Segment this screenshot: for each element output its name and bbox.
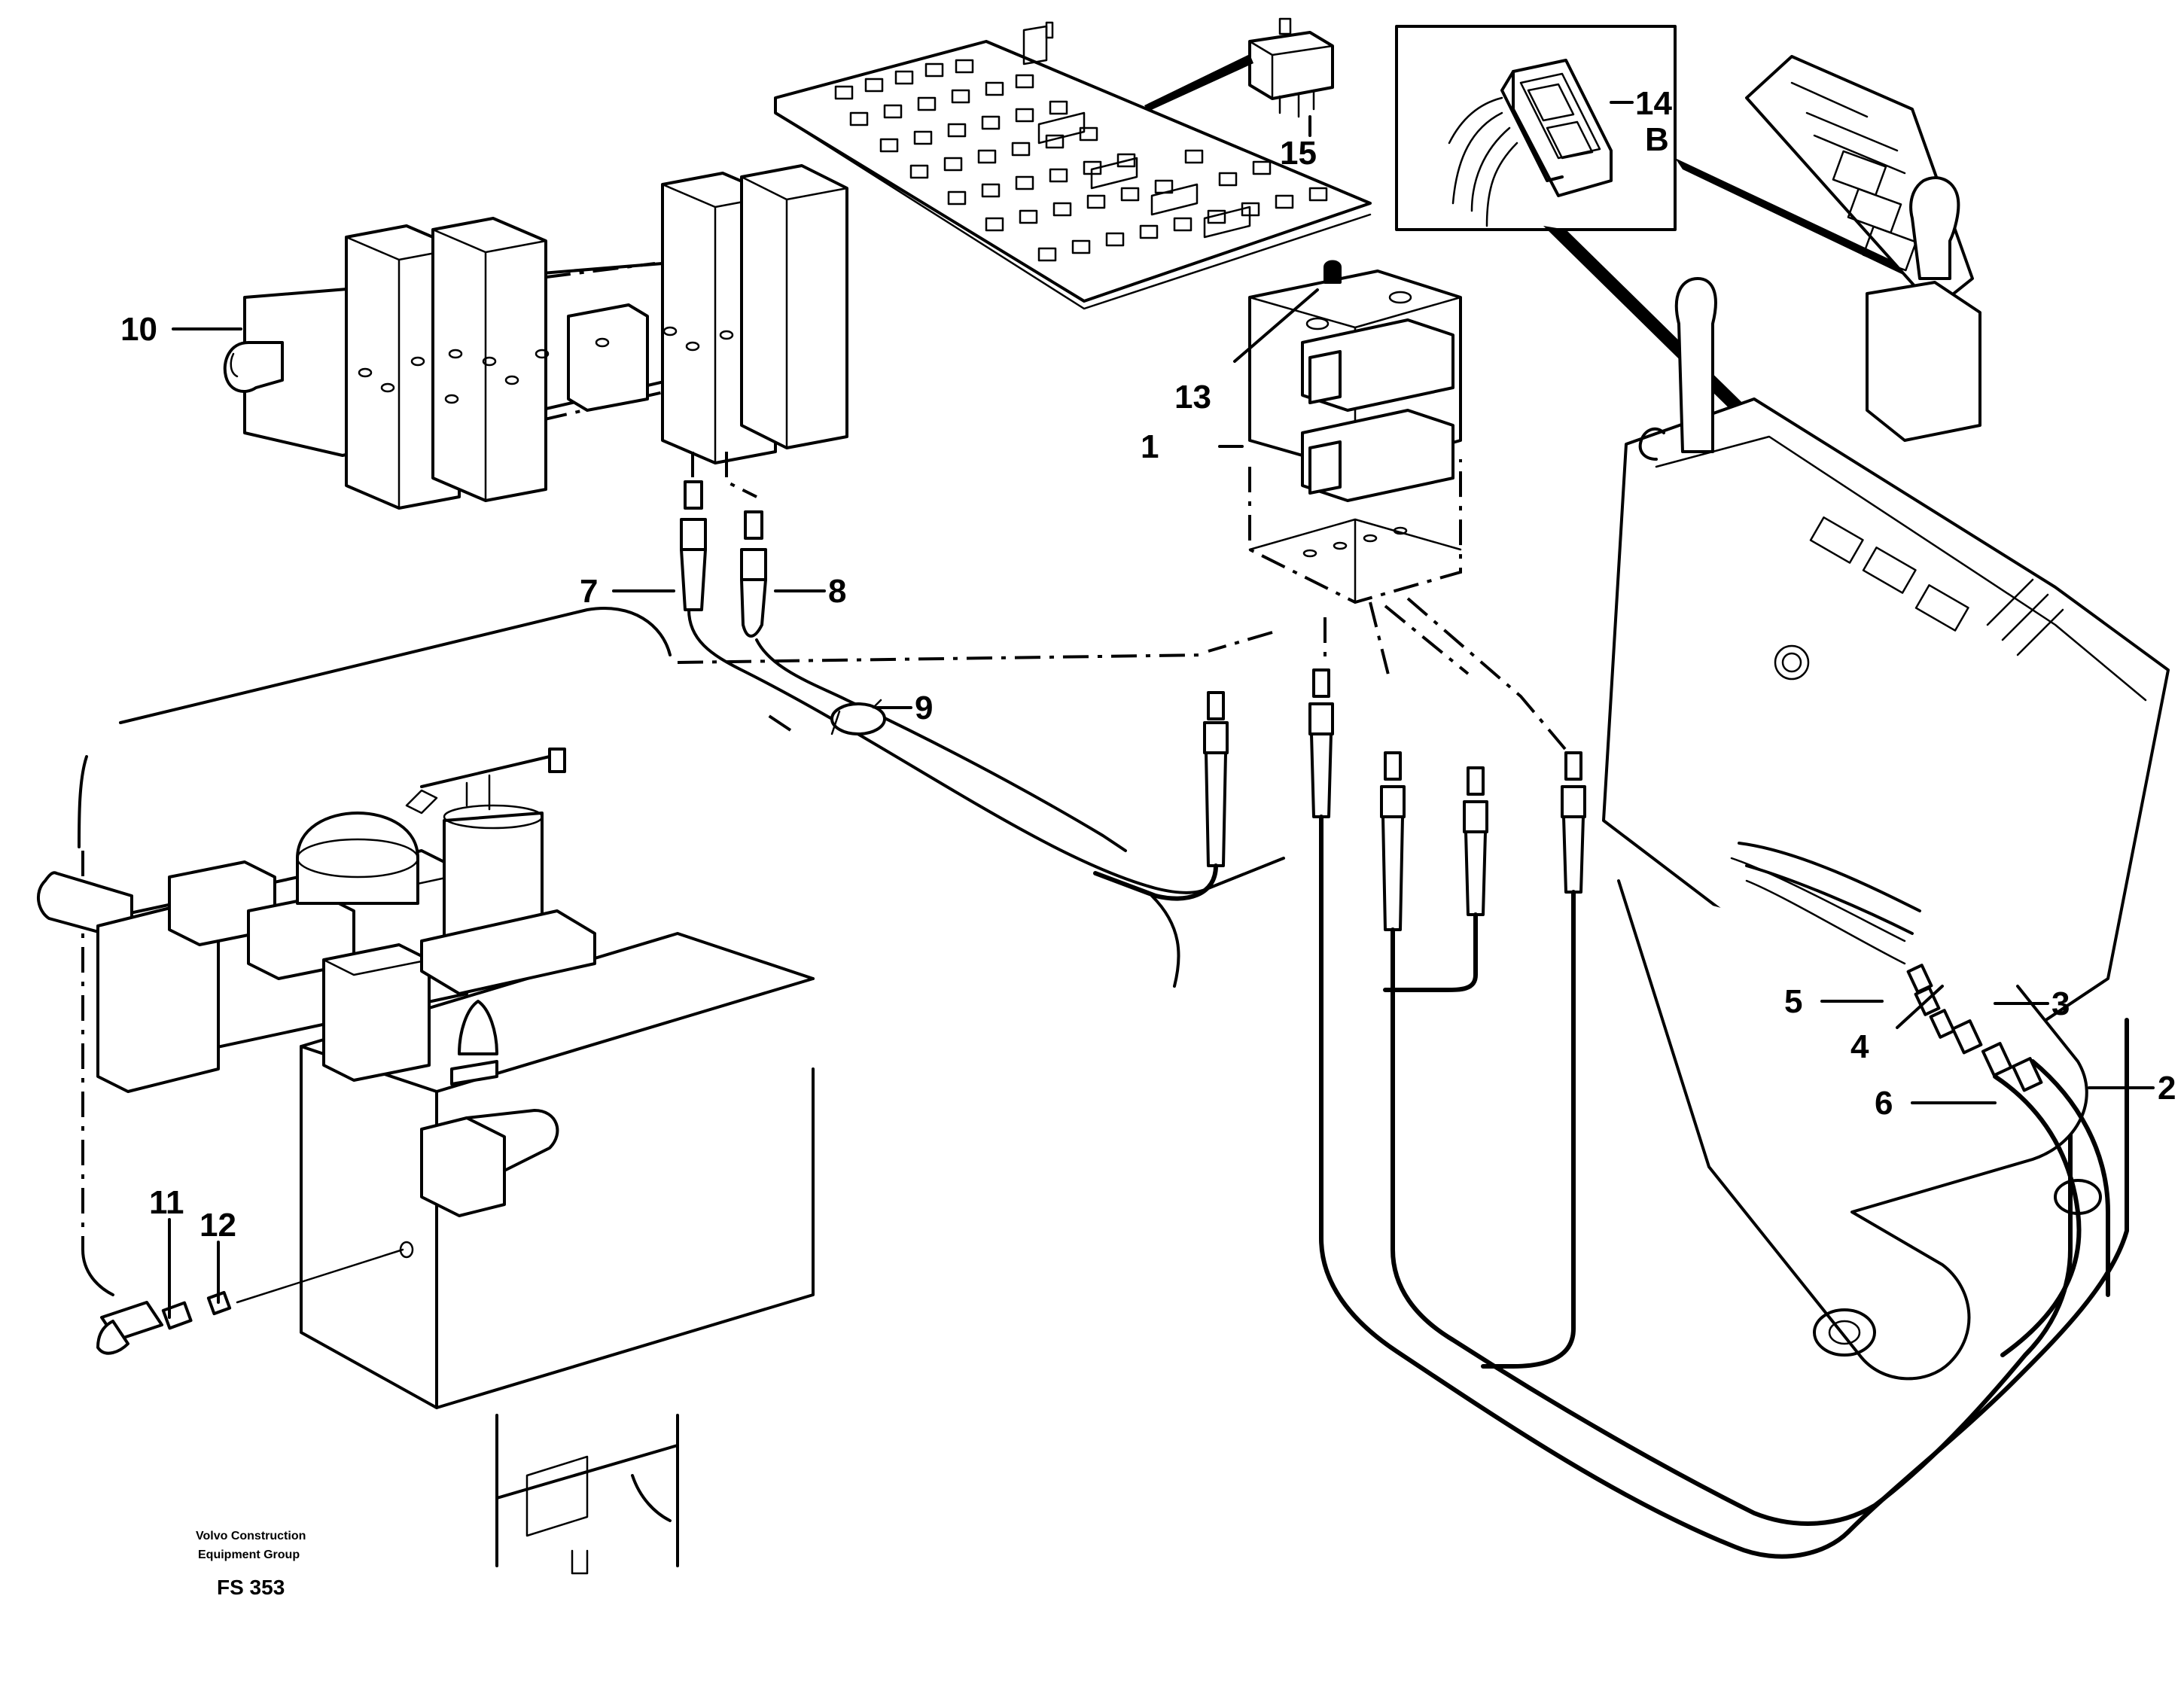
callout-11: 11: [149, 1184, 184, 1221]
callout-6: 6: [1875, 1085, 1893, 1122]
valve-block-1: [1248, 260, 1462, 604]
hoses: [680, 452, 2129, 1559]
cab-console: [1602, 55, 2170, 1086]
callout-13: 13: [1174, 379, 1211, 416]
boom-arm: [1617, 842, 2110, 1381]
callout-9: 9: [915, 690, 933, 726]
footer: Volvo Construction Equipment Group FS 35…: [196, 1530, 306, 1599]
company-name-line-1: Volvo Construction: [196, 1530, 306, 1542]
callout-4: 4: [1850, 1028, 1869, 1065]
switch-inset: [1395, 25, 1677, 231]
callout-12: 12: [200, 1207, 236, 1244]
clamp-9: [830, 699, 886, 735]
relay-15: [1144, 17, 1334, 118]
callout-B: B: [1645, 121, 1669, 158]
company-name-line-2: Equipment Group: [198, 1548, 300, 1561]
fitting-11-12: [96, 1290, 232, 1355]
callout-2: 2: [2158, 1070, 2176, 1107]
valve-bank-10: [223, 164, 848, 510]
relay-circuit-board: [774, 21, 1372, 310]
callouts: 1 2 3 4 5 6 7 8 9 10 11 12 13 14 15 B: [120, 85, 2176, 1244]
figure-code: FS 353: [217, 1576, 285, 1599]
callout-3: 3: [2051, 985, 2070, 1022]
callout-8: 8: [828, 573, 846, 610]
callout-1: 1: [1141, 428, 1159, 465]
callout-5: 5: [1784, 983, 1802, 1020]
callout-10: 10: [120, 311, 157, 348]
callout-15: 15: [1280, 135, 1317, 172]
callout-7: 7: [580, 573, 598, 610]
hydraulic-tank-assembly: [36, 607, 1205, 1575]
leader-lines: [168, 115, 2155, 1319]
callout-14: 14: [1635, 85, 1672, 122]
